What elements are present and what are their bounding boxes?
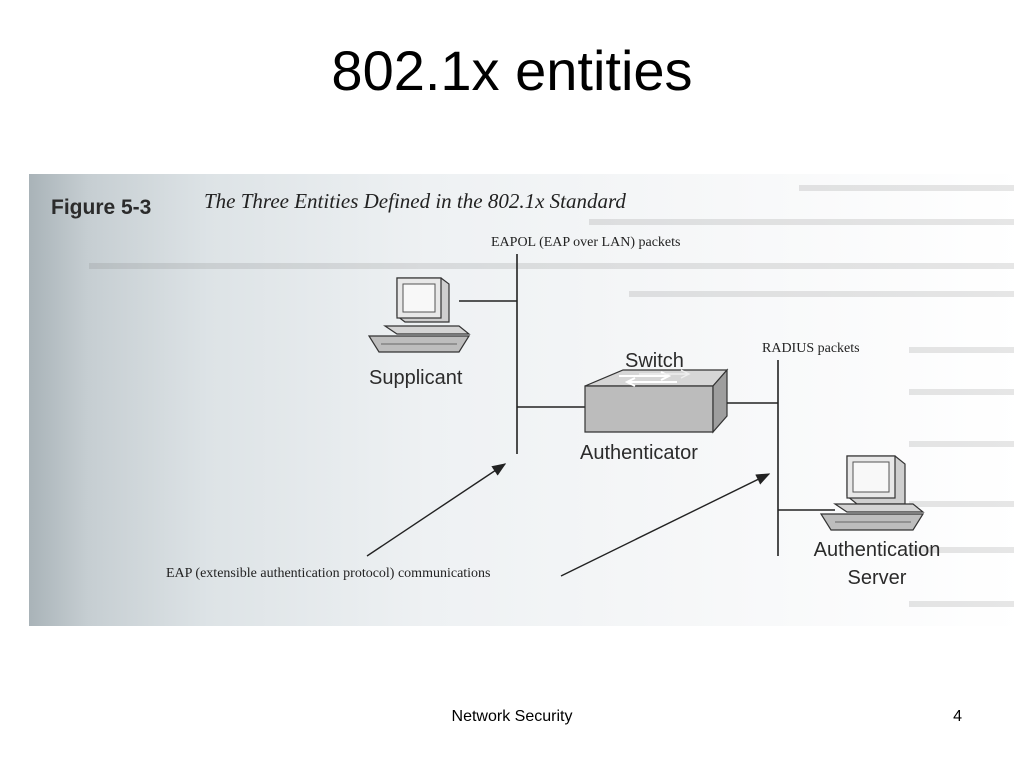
server-computer-icon <box>819 455 925 531</box>
auth-server-label-line1: Authentication <box>814 539 941 561</box>
eap-arrow-left <box>366 463 507 557</box>
switch-label: Switch <box>625 350 684 372</box>
figure-label: Figure 5-3 <box>51 196 151 219</box>
slide-title: 802.1x entities <box>331 39 693 102</box>
eapol-label: EAPOL (EAP over LAN) packets <box>491 235 680 250</box>
eap-label: EAP (extensible authentication protocol)… <box>166 566 491 581</box>
scan-background-text <box>89 185 1014 607</box>
switch-icon <box>584 368 729 434</box>
radius-label: RADIUS packets <box>762 341 860 356</box>
page-number: 4 <box>953 708 962 725</box>
supplicant-label: Supplicant <box>369 367 463 389</box>
footer-title: Network Security <box>451 708 573 725</box>
eap-arrow-right <box>560 473 771 577</box>
supplicant-computer-icon <box>367 277 471 353</box>
authenticator-label: Authenticator <box>580 442 698 464</box>
diagram-canvas: Figure 5-3 The Three Entities Defined in… <box>51 185 1014 607</box>
scanned-figure: Figure 5-3 The Three Entities Defined in… <box>29 174 1024 626</box>
auth-server-label-line2: Server <box>848 567 907 589</box>
figure-caption: The Three Entities Defined in the 802.1x… <box>204 189 626 213</box>
